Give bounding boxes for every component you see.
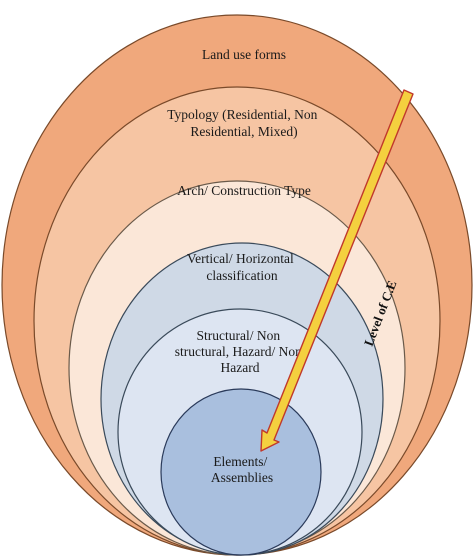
label-structural: Structural/ Non structural, Hazard/ Non … [175, 328, 305, 375]
level-arrow [260, 89, 414, 452]
label-elements: Elements/ Assemblies [211, 454, 273, 485]
label-vertical-horizontal: Vertical/ Horizontal classification [187, 251, 297, 283]
arrow-core [268, 93, 409, 437]
layer-elements [160, 388, 322, 556]
label-arch-construction: Arch/ Construction Type [177, 183, 311, 198]
label-typology: Typology (Residential, Non Residential, … [167, 107, 321, 139]
label-land-use: Land use forms [202, 47, 286, 62]
